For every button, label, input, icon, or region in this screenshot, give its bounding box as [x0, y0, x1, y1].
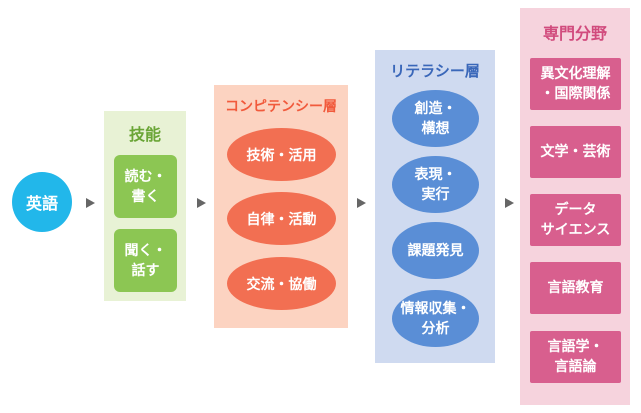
- literacy-express-execute: 表現・ 実行: [392, 156, 479, 213]
- skill-listen-speak: 聞く・ 話す: [114, 229, 177, 292]
- competency-tech-use: 技術・活用: [227, 128, 336, 181]
- specialty-literature-arts: 文学・芸術: [530, 126, 621, 178]
- specialty-linguistics: 言語学・ 言語論: [530, 331, 621, 383]
- competency-title: コンピテンシー層: [225, 99, 337, 115]
- arrow-1: [86, 198, 95, 208]
- competency-autonomy-activity: 自律・活動: [227, 192, 336, 245]
- arrow-3: [357, 198, 366, 208]
- specialty-language-education: 言語教育: [530, 262, 621, 314]
- eigo-label: 英語: [25, 194, 58, 213]
- specialty-title: 専門分野: [542, 24, 607, 43]
- literacy-problem-finding: 課題発見: [392, 222, 479, 279]
- skills-title: 技能: [128, 125, 161, 144]
- arrow-4: [505, 198, 514, 208]
- eigo-circle: 英語: [12, 172, 72, 232]
- competency-panel: コンピテンシー層 技術・活用 自律・活動 交流・協働: [214, 85, 348, 328]
- arrow-2: [197, 198, 206, 208]
- literacy-info-analysis: 情報収集・ 分析: [392, 290, 479, 347]
- literacy-title: リテラシー層: [390, 62, 480, 80]
- literacy-panel: リテラシー層 創造・ 構想 表現・ 実行 課題発見 情報収集・ 分析: [375, 50, 495, 363]
- specialty-data-science: データ サイエンス: [530, 194, 621, 246]
- competency-interaction-collab: 交流・協働: [227, 257, 336, 310]
- specialty-intercultural: 異文化理解 ・国際関係: [530, 58, 621, 110]
- literacy-create-plan: 創造・ 構想: [392, 90, 479, 147]
- specialty-panel: 専門分野 異文化理解 ・国際関係 文学・芸術 データ サイエンス 言語教育 言語…: [520, 8, 630, 405]
- skill-read-write: 読む・ 書く: [114, 155, 177, 218]
- skills-panel: 技能 読む・ 書く 聞く・ 話す: [104, 111, 186, 301]
